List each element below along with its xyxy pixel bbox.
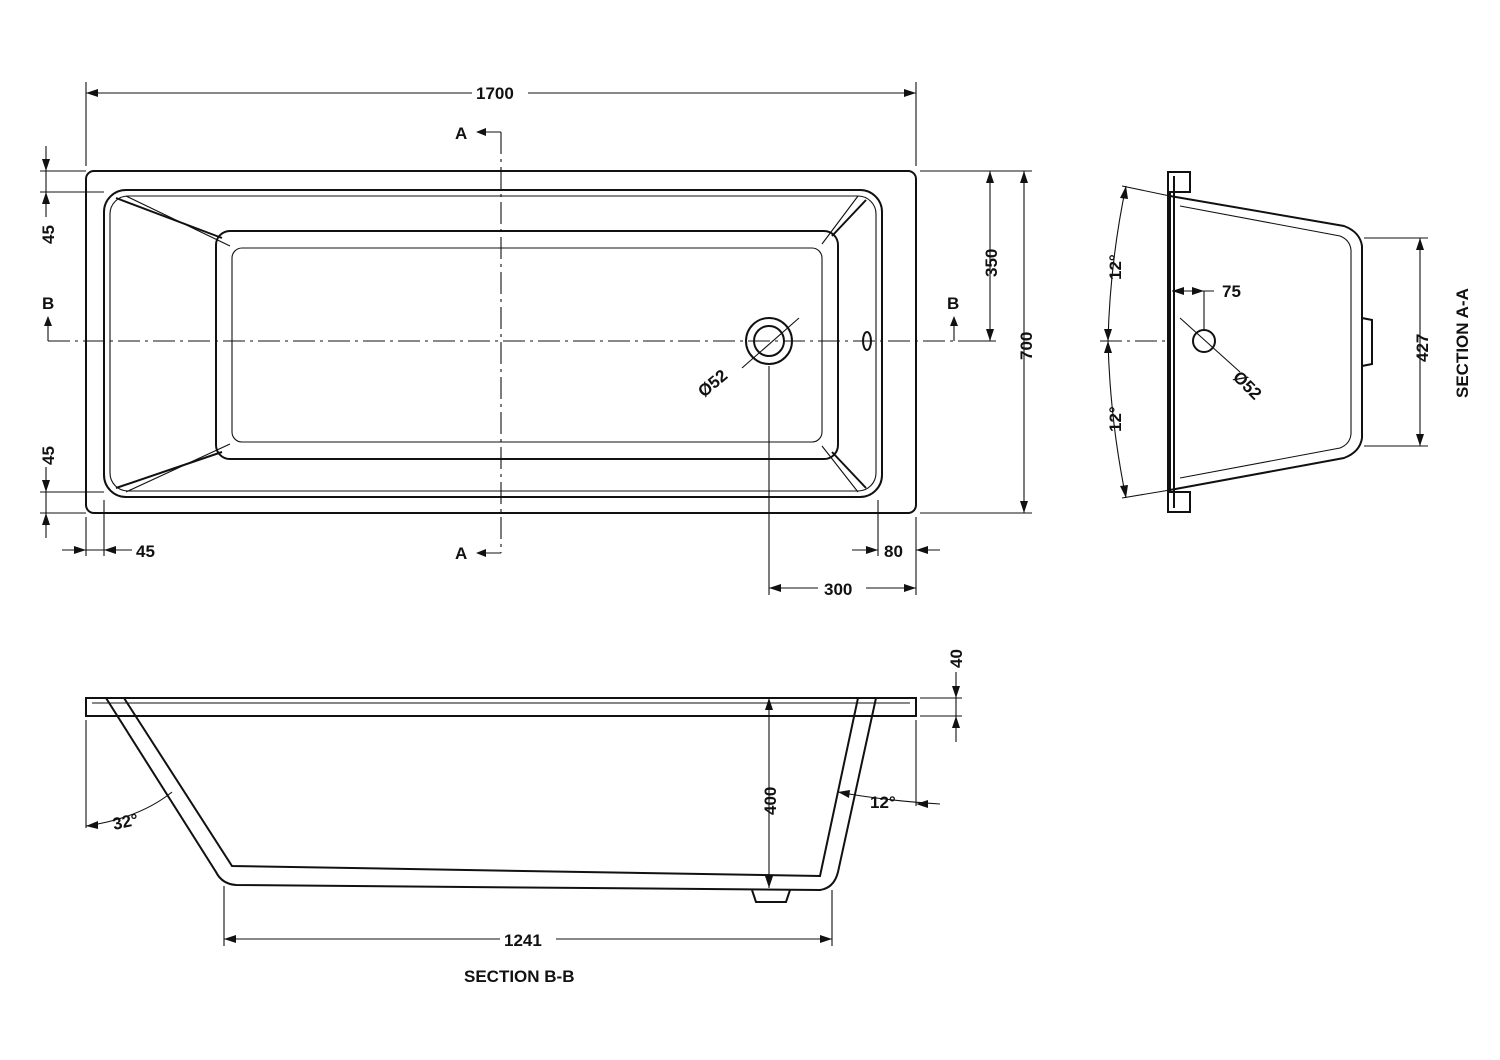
dim-45-top-arrows — [42, 159, 50, 204]
section-bb-shell-inner — [123, 697, 859, 878]
section-bb-1241-lines — [223, 886, 833, 946]
section-bb-12-arrows — [838, 790, 928, 808]
dim-45-bottom-label: 45 — [39, 446, 58, 465]
section-aa-427-label: 427 — [1413, 334, 1432, 362]
section-bb-40-label: 40 — [947, 649, 966, 668]
bath-base-inner — [231, 247, 823, 443]
dim-700-lines — [920, 170, 1032, 514]
section-bb-400-label: 400 — [761, 787, 780, 815]
section-a-markers — [478, 131, 501, 554]
bath-inner-edge-highlight — [109, 195, 877, 492]
dim-1700-lines — [85, 82, 917, 166]
section-bb-title: SECTION B-B — [464, 967, 575, 986]
dim-300-label: 300 — [824, 580, 852, 599]
section-aa-waste-diameter-label: Ø52 — [1229, 367, 1265, 403]
section-bb-32-label: 32° — [111, 810, 140, 834]
dim-80-label: 80 — [884, 542, 903, 561]
section-aa-angle-arc — [1107, 185, 1127, 499]
dim-700-label: 700 — [1017, 332, 1036, 360]
section-bb-40-lines — [920, 672, 962, 742]
bath-slope-corners — [115, 197, 867, 489]
section-a-arrows — [476, 128, 486, 557]
section-b-label-left: B — [42, 294, 54, 313]
section-bb-rim — [85, 697, 917, 717]
dim-350-label: 350 — [982, 249, 1001, 277]
section-aa-body-inner — [1179, 205, 1352, 479]
dim-1700-label: 1700 — [476, 84, 514, 103]
section-a-label-top: A — [455, 124, 467, 143]
section-a-a-view: 75 Ø52 12° 12° 427 SECTION A-A — [1100, 171, 1472, 513]
dim-45-left-lines — [62, 500, 132, 556]
bath-slope-highlights — [125, 195, 859, 493]
dim-45-top-lines — [40, 146, 104, 217]
dim-45-top-label: 45 — [39, 225, 58, 244]
section-bb-shell-outer — [105, 697, 877, 892]
section-aa-angle-extensions — [1121, 185, 1171, 499]
section-aa-waste-leader — [1179, 317, 1241, 373]
plan-dimensions: 1700 700 350 45 45 45 80 300 — [39, 82, 1036, 599]
dim-45-left-label: 45 — [136, 542, 155, 561]
section-aa-waste-bump — [1361, 317, 1373, 367]
dim-80-lines — [852, 500, 940, 556]
section-aa-427-lines — [1364, 237, 1428, 447]
bath-inner-edge — [103, 189, 883, 498]
section-b-label-right: B — [947, 294, 959, 313]
section-bb-12-label: 12° — [870, 793, 896, 812]
plan-view: A A B B Ø52 — [42, 124, 960, 563]
section-aa-angle-bottom-label: 12° — [1106, 406, 1125, 432]
section-a-label-bottom: A — [455, 544, 467, 563]
section-aa-75-label: 75 — [1222, 282, 1241, 301]
bath-base — [215, 230, 839, 460]
section-aa-angle-top-label: 12° — [1106, 254, 1125, 280]
dim-300-lines — [768, 366, 917, 595]
section-bb-40-arrows — [952, 686, 960, 728]
section-aa-flange — [1167, 171, 1191, 513]
dim-45-left-arrows — [74, 546, 116, 554]
section-b-b-view: 40 400 32° 12° 1241 SECTION B-B — [85, 649, 966, 986]
section-bb-waste — [751, 889, 791, 903]
dim-45-bottom-arrows — [42, 480, 50, 525]
section-bb-32-arrows — [86, 821, 98, 829]
section-aa-75-lines — [1172, 290, 1214, 330]
dim-45-bottom-lines — [40, 467, 104, 538]
section-bb-1241-label: 1241 — [504, 931, 542, 950]
section-aa-body — [1169, 195, 1363, 491]
section-aa-title: SECTION A-A — [1453, 288, 1472, 398]
plan-waste-diameter-label: Ø52 — [694, 366, 731, 401]
section-aa-75-arrows — [1172, 287, 1204, 295]
waste-diameter-leader — [741, 317, 800, 369]
